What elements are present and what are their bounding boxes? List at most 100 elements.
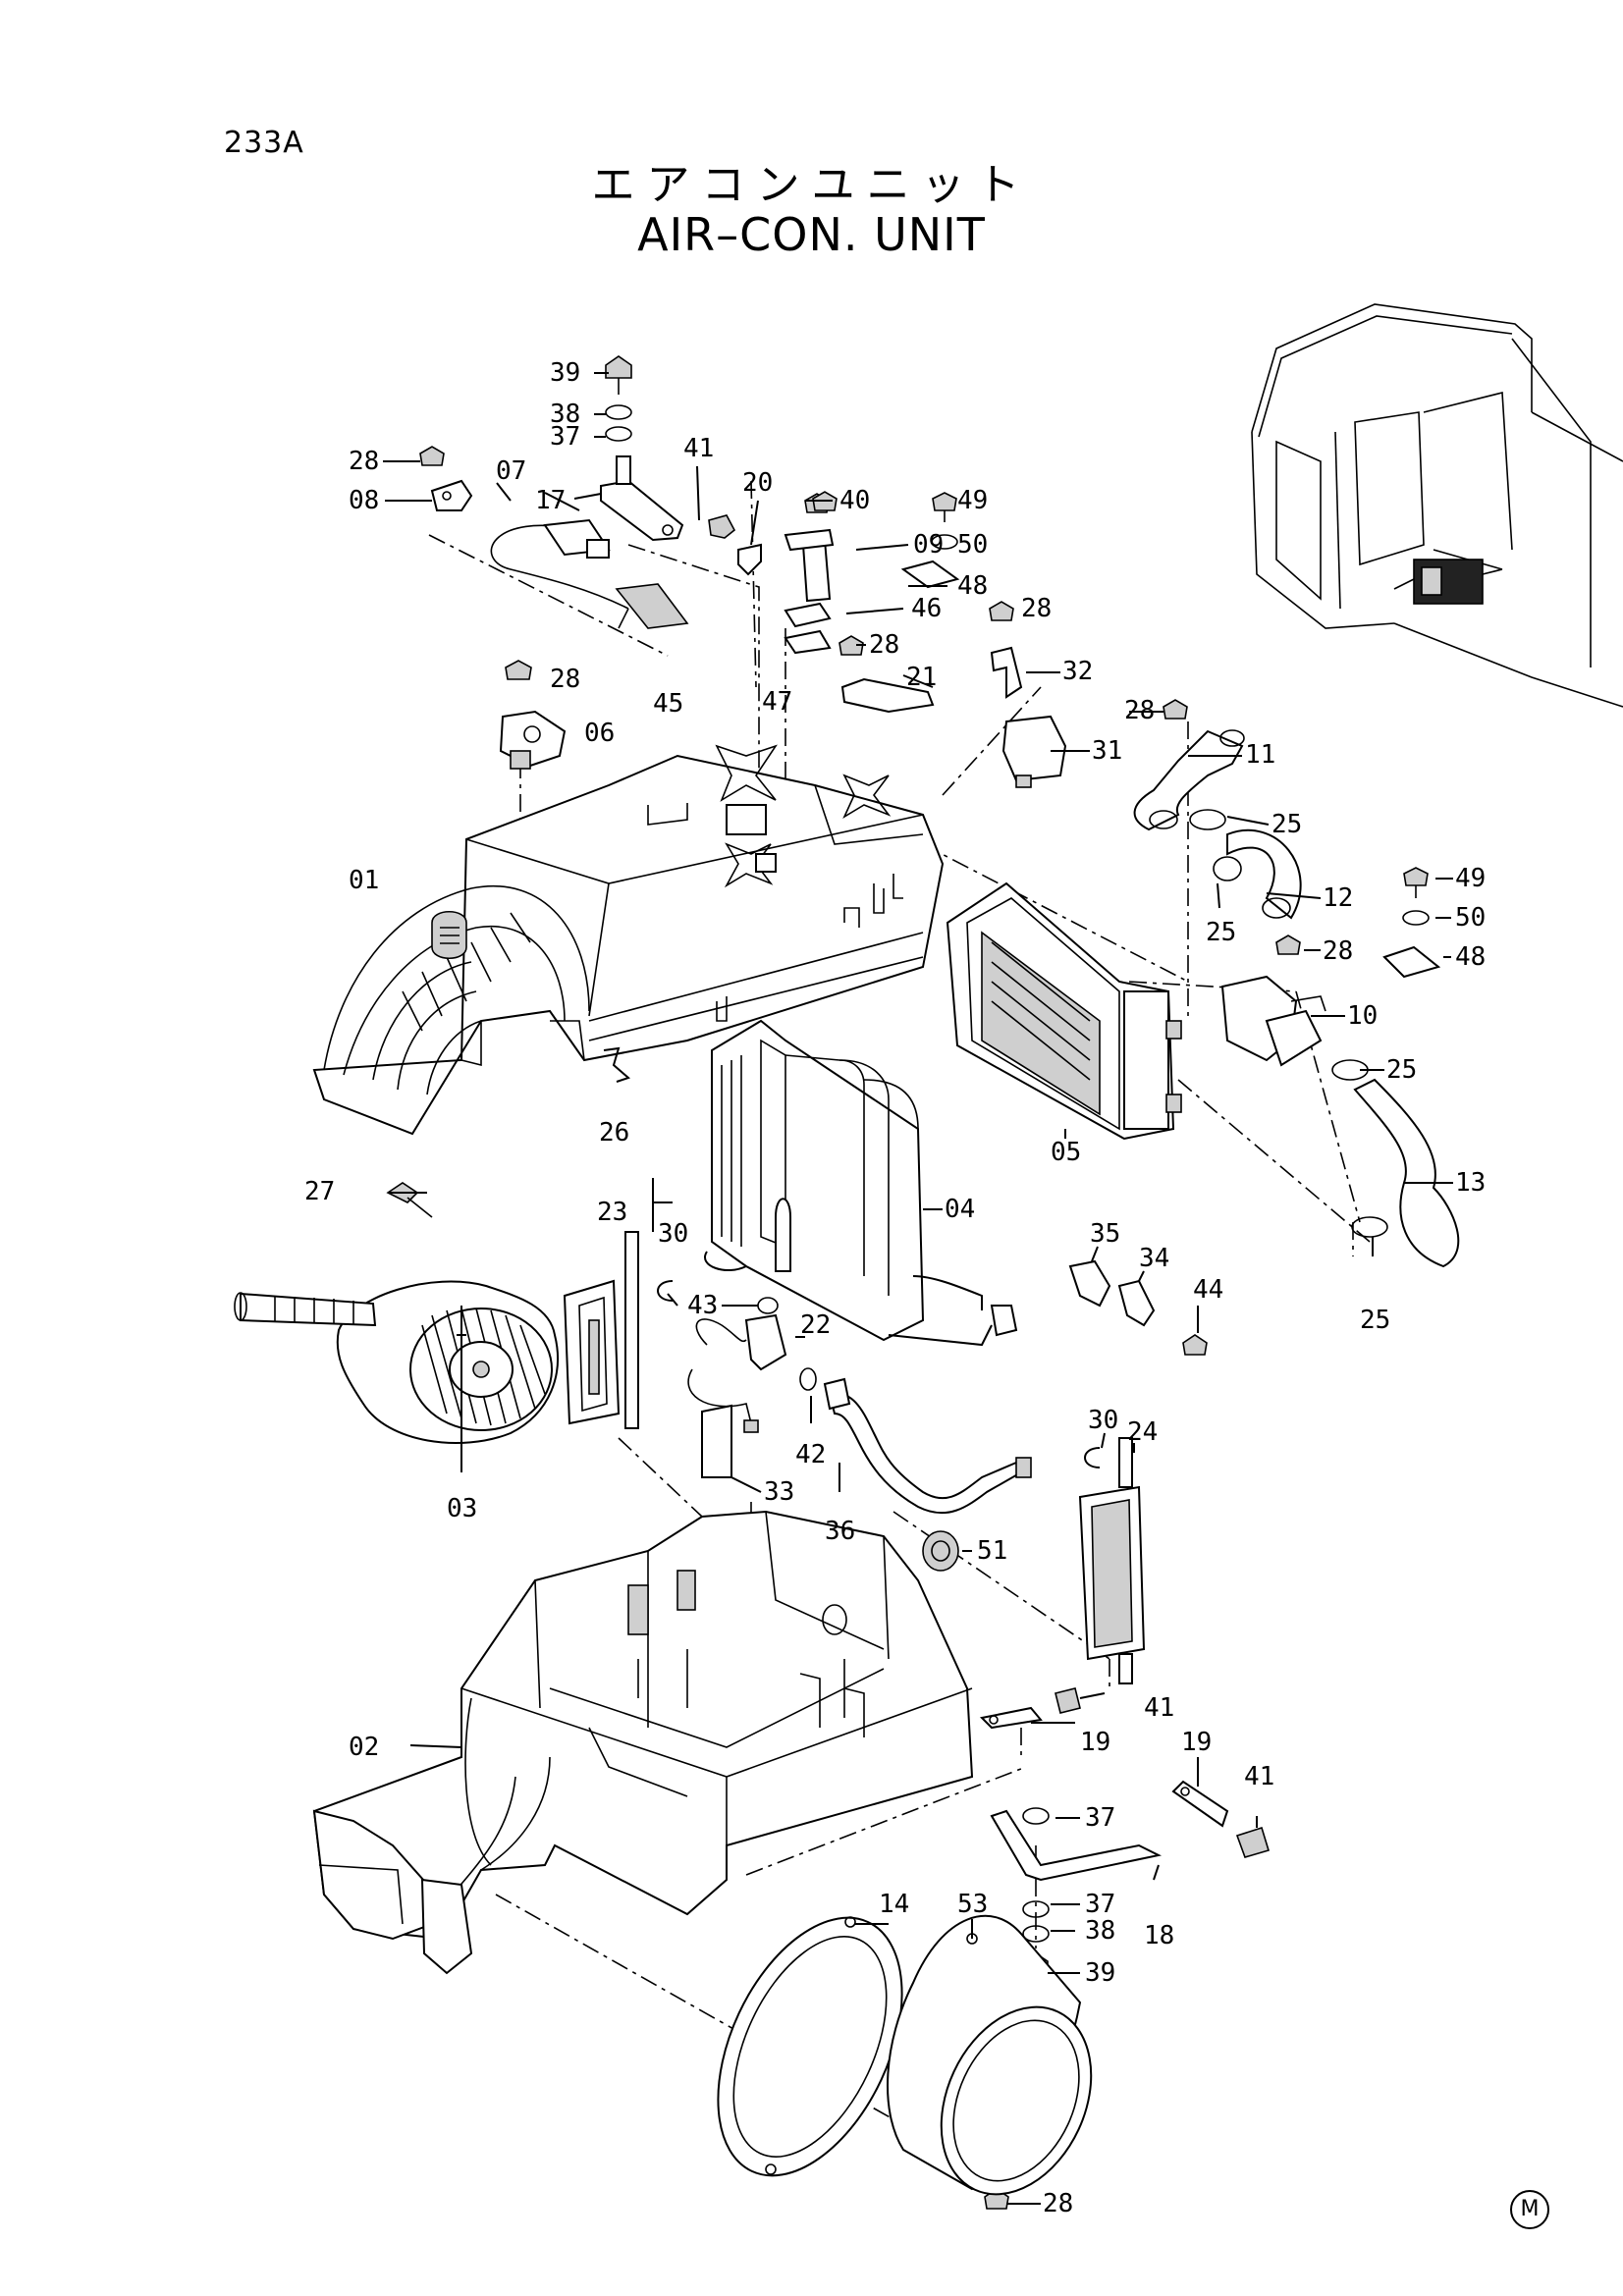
callout-08: 08: [349, 486, 379, 515]
callout-10: 10: [1347, 1001, 1378, 1031]
part-53-duct: [886, 1914, 1093, 2196]
callout-labels: 39 38 37 28 07 08 17 41 20 40 49 09 50 4…: [304, 358, 1486, 2218]
callout-11: 11: [1245, 740, 1275, 770]
part-06-sensor: [499, 710, 567, 770]
callout-21: 21: [906, 663, 937, 692]
callout-25-c: 25: [1386, 1055, 1417, 1085]
callout-46: 46: [911, 594, 942, 623]
callout-28-b: 28: [1021, 594, 1052, 623]
callout-48-right: 48: [1455, 942, 1486, 972]
leader-lines: [383, 372, 1453, 2205]
part-07-harness: [490, 518, 629, 629]
callout-51: 51: [977, 1536, 1007, 1566]
part-47-gasket: [784, 629, 832, 655]
part-43-oring: [757, 1297, 779, 1314]
part-14-ring: [717, 1916, 903, 2177]
part-34-clip: [1117, 1279, 1156, 1327]
callout-41-mid: 41: [1144, 1693, 1174, 1723]
part-31-relay: [1001, 715, 1067, 788]
part-18-link: [990, 1809, 1163, 1882]
part-24-filter: [1078, 1437, 1146, 1684]
callout-40: 40: [839, 486, 870, 515]
callout-49-right: 49: [1455, 864, 1486, 893]
callout-17: 17: [535, 486, 566, 515]
page-code: 233A: [224, 126, 304, 160]
part-45-pad: [615, 583, 689, 629]
callout-03: 03: [447, 1494, 477, 1523]
part-28-screws: [419, 446, 1301, 2210]
callout-38-bottom: 38: [1085, 1916, 1115, 1946]
callout-14: 14: [879, 1890, 909, 1919]
callout-44: 44: [1193, 1275, 1223, 1305]
callout-37-top: 37: [550, 422, 580, 452]
part-22-expansion-valve: [687, 1313, 787, 1433]
callout-38-top: 38: [550, 400, 580, 429]
callout-13: 13: [1455, 1168, 1486, 1198]
part-01-upper-case: [312, 744, 945, 1136]
cab-aircon-unit-highlight: [1393, 559, 1503, 605]
part-35-clip: [1068, 1259, 1111, 1308]
callout-39-top: 39: [550, 358, 580, 388]
callout-28-e: 28: [1124, 696, 1155, 725]
part-25-clamps: [1189, 809, 1388, 1238]
part-37-38-39-bolt-set-top: [605, 355, 632, 442]
part-03-blower: [234, 1280, 559, 1444]
part-46-gasket: [784, 602, 832, 628]
part-05-heater-core: [946, 881, 1182, 1141]
callout-28-a: 28: [349, 447, 379, 476]
callout-33: 33: [764, 1477, 794, 1507]
part-13-hose: [1353, 1078, 1460, 1268]
part-41-grommet-right: [1235, 1826, 1271, 1858]
callout-24: 24: [1127, 1417, 1158, 1447]
callout-06: 06: [584, 719, 615, 748]
callout-01: 01: [349, 866, 379, 895]
callout-28-d: 28: [550, 665, 580, 694]
part-19-bracket-right: [1171, 1780, 1229, 1828]
callout-04: 04: [945, 1195, 975, 1224]
part-41-grommet: [708, 514, 736, 539]
callout-43: 43: [687, 1291, 718, 1320]
corner-mark: M: [1510, 2190, 1549, 2229]
part-20-bracket: [737, 543, 762, 576]
callout-25-a: 25: [1271, 810, 1302, 839]
callout-28-f: 28: [1323, 936, 1353, 966]
callout-31: 31: [1092, 736, 1122, 766]
callout-27: 27: [304, 1177, 335, 1206]
callout-35: 35: [1090, 1219, 1120, 1249]
callout-30-a: 30: [658, 1219, 688, 1249]
callout-49-top: 49: [957, 486, 988, 515]
callout-19-right: 19: [1181, 1728, 1212, 1757]
callout-30-b: 30: [1088, 1406, 1118, 1435]
callout-25-b: 25: [1206, 918, 1236, 947]
callout-28-g: 28: [1043, 2189, 1073, 2218]
callout-25-d: 25: [1360, 1306, 1390, 1335]
part-26-clip: [603, 1046, 630, 1083]
part-41-grommet-mid: [1055, 1687, 1081, 1714]
part-04-evaporator: [704, 1019, 1018, 1347]
callout-26: 26: [599, 1118, 629, 1148]
callout-19-mid: 19: [1080, 1728, 1110, 1757]
part-51-grommet: [922, 1530, 959, 1572]
callout-39-bottom: 39: [1085, 1958, 1115, 1988]
title-japanese: エアコンユニット: [591, 160, 1032, 210]
callout-37-bottom-a: 37: [1085, 1803, 1115, 1833]
part-49-50-set-right: [1402, 867, 1430, 926]
part-19-bracket-mid: [979, 1706, 1043, 1730]
callout-45: 45: [653, 689, 683, 719]
callout-32: 32: [1062, 657, 1093, 686]
callout-18: 18: [1144, 1921, 1174, 1950]
part-12-hose: [1226, 828, 1302, 920]
callout-48-top: 48: [957, 571, 988, 601]
part-23-filter: [563, 1231, 639, 1429]
callout-50-right: 50: [1455, 903, 1486, 933]
part-09-plate: [784, 528, 835, 603]
part-30-eclips: [657, 1280, 1101, 1468]
part-10-valve: [1220, 975, 1326, 1067]
part-08-bracket: [430, 479, 473, 511]
part-49-50-set-top: [931, 492, 958, 550]
part-48-clip-top: [900, 560, 960, 589]
callout-42: 42: [795, 1440, 826, 1469]
callout-28-c: 28: [869, 630, 899, 660]
part-27-screw: [386, 1182, 433, 1218]
